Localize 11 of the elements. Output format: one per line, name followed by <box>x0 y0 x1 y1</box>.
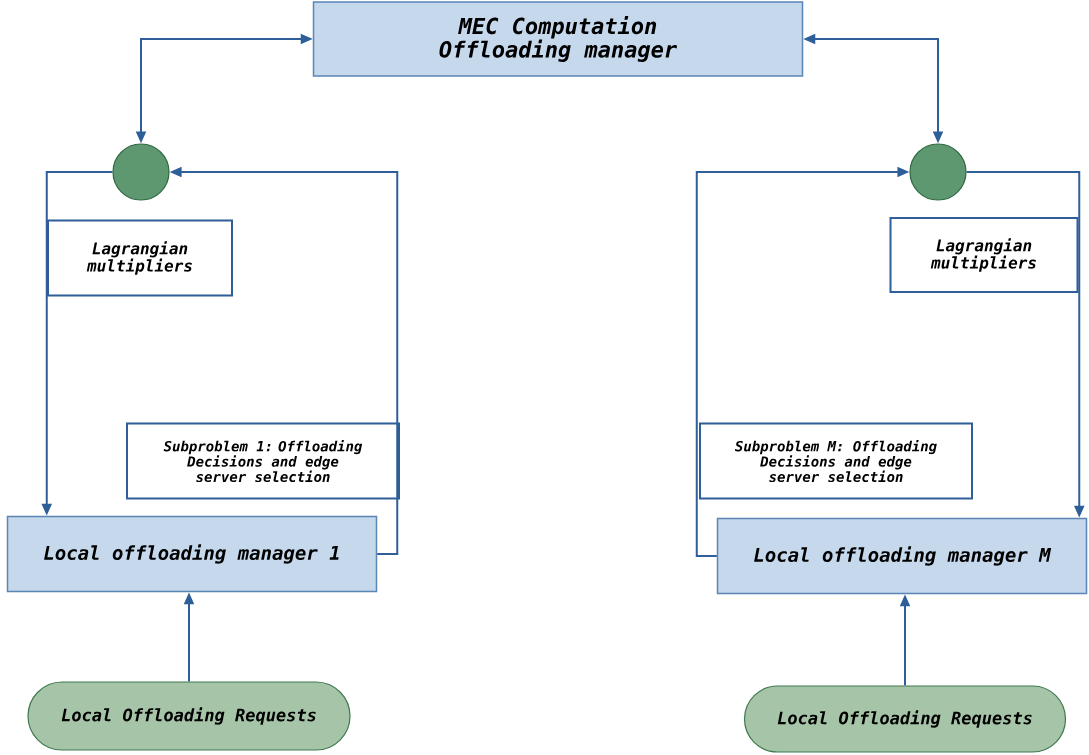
subproblem-box: Subproblem 1: Offloading Decisions and edge server selection <box>126 422 400 500</box>
local-manager-box: Local offloading manager 1 <box>6 515 378 593</box>
manager-box: MEC Computation Offloading manager <box>312 1 804 77</box>
request-terminal: Local Offloading Requests <box>27 681 351 751</box>
multiplier-box: Lagrangian multipliers <box>889 217 1079 293</box>
request-terminal: Local Offloading Requests <box>743 685 1067 753</box>
local-manager-box: Local offloading manager M <box>716 517 1088 595</box>
junction-circle <box>112 143 170 201</box>
subproblem-box: Subproblem M: Offloading Decisions and edge server selection <box>699 422 973 500</box>
junction-circle <box>909 143 967 201</box>
multiplier-box: Lagrangian multipliers <box>47 219 233 297</box>
